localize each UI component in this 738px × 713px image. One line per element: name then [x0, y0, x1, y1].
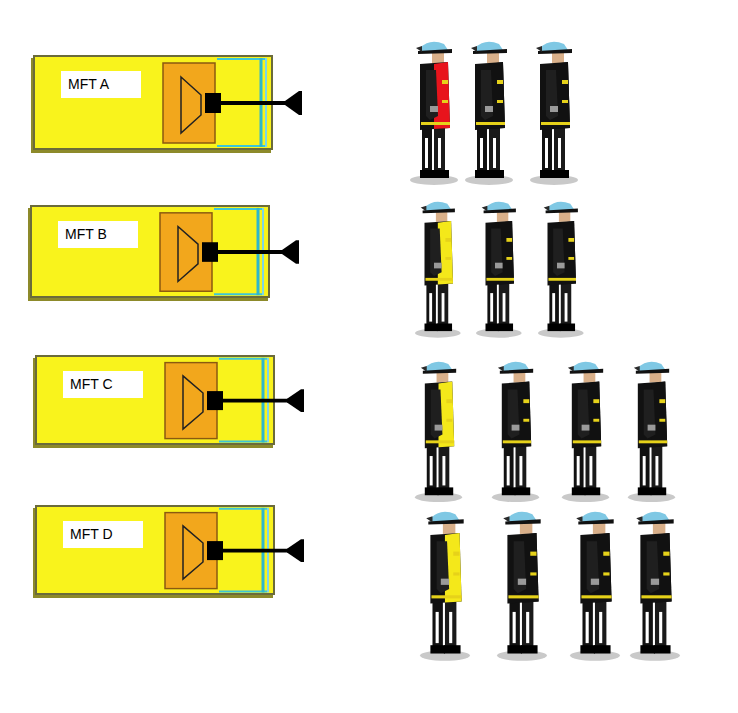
crew-c — [415, 362, 675, 502]
vehicle-box: MFT B — [30, 205, 270, 298]
vehicle-box: MFT C — [35, 355, 275, 445]
vehicle-label: MFT B — [58, 221, 138, 248]
vehicle-box: MFT D — [35, 505, 275, 595]
vehicle-box: MFT A — [33, 55, 273, 150]
crew-b — [415, 202, 584, 338]
crew-a — [410, 42, 578, 185]
vehicle-label: MFT C — [63, 371, 143, 398]
crew-d — [420, 512, 680, 661]
vehicle-label: MFT D — [63, 521, 143, 548]
vehicle-label: MFT A — [61, 71, 141, 98]
